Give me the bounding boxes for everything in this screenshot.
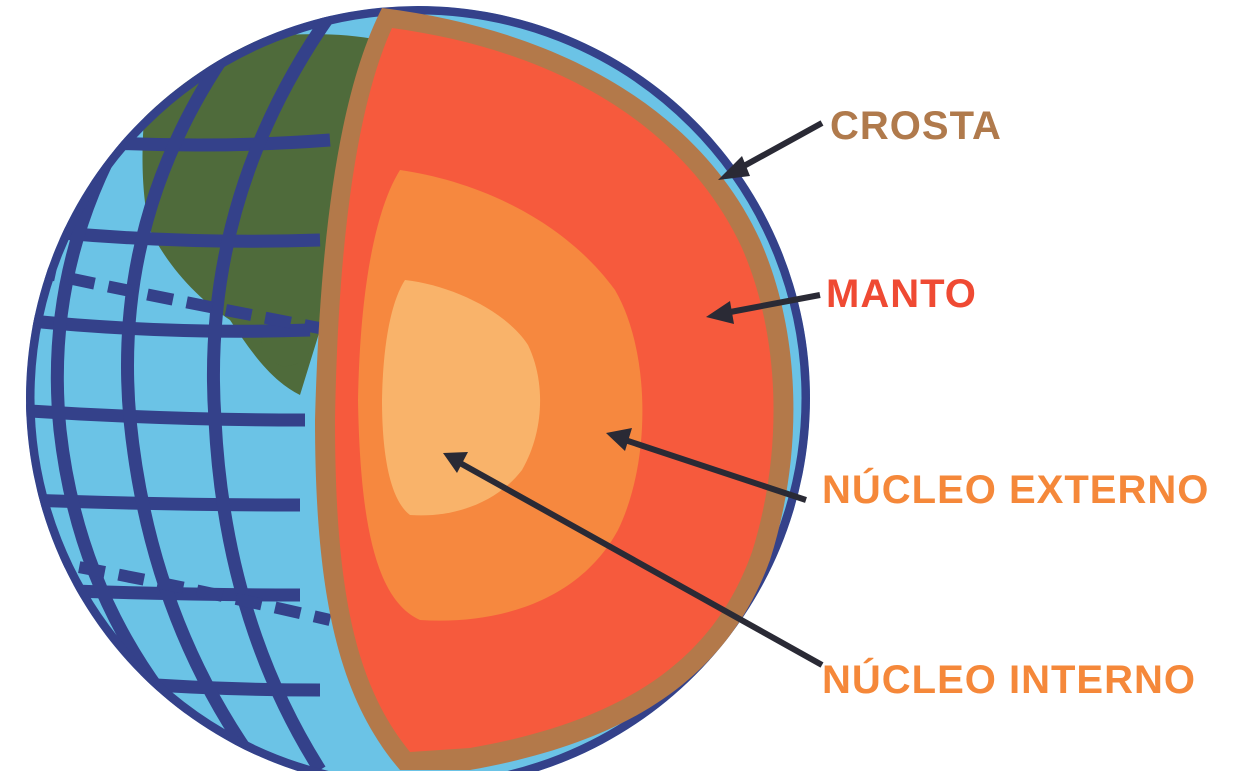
mantle-label: MANTO <box>826 272 977 316</box>
globe-outline <box>26 6 810 776</box>
dashed-lines <box>28 264 332 626</box>
inner-core-label: NÚCLEO INTERNO <box>822 658 1196 702</box>
outer-core-label: NÚCLEO EXTERNO <box>822 468 1210 512</box>
outer-core-arrowhead <box>606 428 632 451</box>
cutaway-layers <box>315 8 794 770</box>
inner-core-arrow <box>458 460 824 668</box>
inner-core-arrowhead <box>443 452 468 473</box>
outer-core-arrow <box>624 437 807 503</box>
crust-arrowhead <box>718 156 750 180</box>
mantle-arrowhead <box>706 301 734 324</box>
pointer-arrows <box>443 120 824 668</box>
crust-label: CROSTA <box>830 104 1002 148</box>
mantle-arrow <box>724 292 821 316</box>
crust-arrow <box>731 120 824 175</box>
inner-core-layer <box>382 280 541 516</box>
